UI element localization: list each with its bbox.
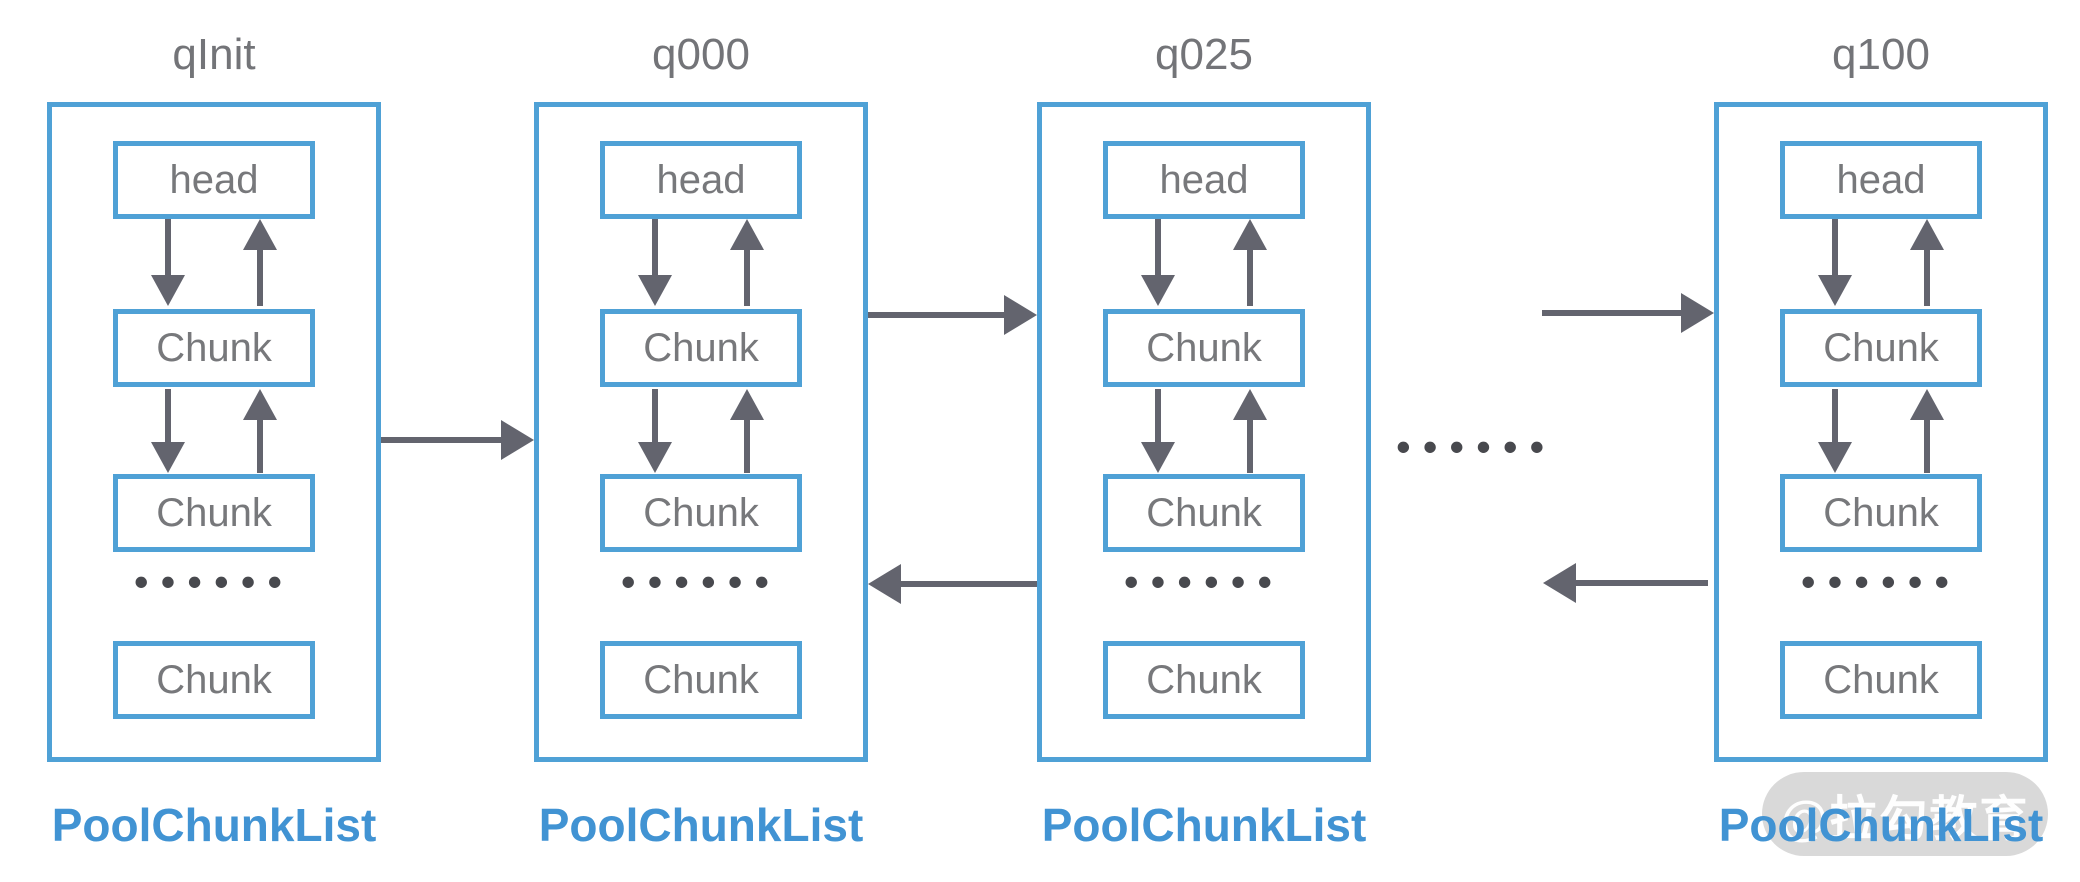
arrow-down-icon: [1141, 219, 1175, 306]
pool-chunk-list-label: PoolChunkList: [51, 799, 377, 851]
chunk-node: Chunk: [1780, 641, 1982, 719]
ellipsis-dots: ••••••: [620, 558, 782, 605]
arrow-up-icon: [1910, 219, 1944, 306]
head-node: head: [1103, 141, 1305, 219]
pool-chunk-list-label: PoolChunkList: [1718, 799, 2044, 851]
chunk-node: Chunk: [1103, 309, 1305, 387]
arrow-down-icon: [1818, 219, 1852, 306]
arrow-qinit-to-q000: [381, 420, 534, 460]
chunk-node: Chunk: [113, 309, 315, 387]
pool-chunk-list-label: PoolChunkList: [1041, 799, 1367, 851]
chunk-node: Chunk: [600, 474, 802, 552]
arrow-down-icon: [1818, 389, 1852, 473]
head-node: head: [113, 141, 315, 219]
chunk-node: Chunk: [600, 641, 802, 719]
chunk-node: Chunk: [113, 474, 315, 552]
arrow-into-q100: [1542, 293, 1714, 333]
ellipsis-dots: ••••••: [1123, 558, 1285, 605]
arrow-up-icon: [243, 389, 277, 473]
column-title: q100: [1832, 30, 1930, 79]
arrow-down-icon: [1141, 389, 1175, 473]
column-q025: q025 head Chunk Chunk •••••• Chunk PoolC…: [1037, 0, 1371, 882]
chunk-node: Chunk: [600, 309, 802, 387]
column-title: q000: [652, 30, 750, 79]
column-title: q025: [1155, 30, 1253, 79]
arrow-down-icon: [151, 389, 185, 473]
arrow-down-icon: [638, 219, 672, 306]
chunk-node: Chunk: [1103, 474, 1305, 552]
watermark-badge: @拉勾教育: [1762, 772, 2048, 856]
arrow-up-icon: [730, 389, 764, 473]
chunk-node: Chunk: [1780, 474, 1982, 552]
arrow-up-icon: [243, 219, 277, 306]
head-node: head: [600, 141, 802, 219]
arrow-q025-to-q000: [868, 564, 1037, 604]
arrow-q000-to-q025: [868, 295, 1037, 335]
column-title: qInit: [172, 30, 256, 79]
ellipsis-dots: ••••••: [133, 558, 295, 605]
arrow-from-q100: [1543, 563, 1708, 603]
arrow-up-icon: [1910, 389, 1944, 473]
column-q000: q000 head Chunk Chunk •••••• Chunk PoolC…: [534, 0, 868, 882]
column-q100: q100 head Chunk Chunk •••••• Chunk PoolC…: [1714, 0, 2048, 882]
arrow-down-icon: [638, 389, 672, 473]
chunk-node: Chunk: [1103, 641, 1305, 719]
arrow-up-icon: [730, 219, 764, 306]
column-qinit: qInit head Chunk Chunk •••••• Chunk Pool…: [47, 0, 381, 882]
arrow-up-icon: [1233, 219, 1267, 306]
pool-chunk-list-label: PoolChunkList: [538, 799, 864, 851]
ellipsis-dots: ••••••: [1800, 558, 1962, 605]
gap-ellipsis-dots: ••••••: [1396, 423, 1557, 470]
chunk-node: Chunk: [113, 641, 315, 719]
arrow-up-icon: [1233, 389, 1267, 473]
head-node: head: [1780, 141, 1982, 219]
arrow-down-icon: [151, 219, 185, 306]
chunk-node: Chunk: [1780, 309, 1982, 387]
